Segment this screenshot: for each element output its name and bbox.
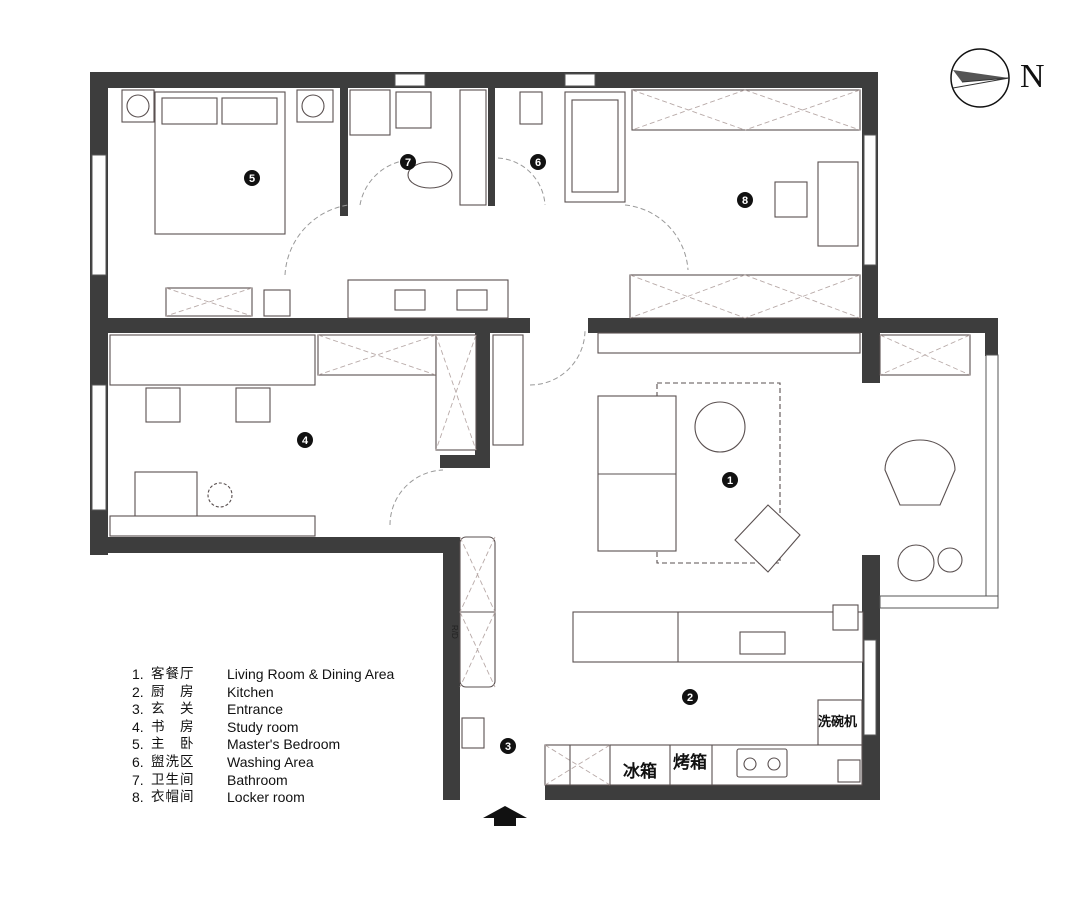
living-room-furniture (597, 334, 971, 582)
kitchen-island (572, 611, 864, 663)
entrance-arrow-icon (483, 806, 527, 826)
rd-label: R/D (450, 625, 459, 639)
legend-zh: 书 房 (151, 718, 195, 735)
room-marker-8: 8 (737, 192, 753, 208)
legend-zh: 衣帽间 (151, 789, 195, 806)
svg-text:3: 3 (505, 741, 511, 753)
legend-en: Master's Bedroom (227, 736, 341, 753)
legend-zh: 玄 关 (151, 701, 195, 718)
svg-text:8: 8 (742, 195, 748, 207)
legend-en: Living Room & Dining Area (227, 666, 395, 682)
legend-zh: 主 卧 (151, 736, 195, 753)
dishwasher-label: 洗碗机 (818, 714, 857, 730)
room-marker-4: 4 (297, 432, 313, 448)
legend-en: Study room (227, 718, 299, 735)
door-swings (284, 157, 689, 526)
legend-en: Locker room (227, 789, 305, 806)
svg-text:6: 6 (535, 157, 541, 169)
svg-text:7: 7 (405, 157, 411, 169)
legend-zh: 卫生间 (151, 771, 195, 788)
room-marker-1: 1 (722, 472, 738, 488)
legend-item: 7. 卫生间 Bathroom (132, 772, 394, 790)
master-bedroom-furniture (121, 89, 509, 319)
legend-number: 1. (132, 666, 144, 682)
room-marker-7: 7 (400, 154, 416, 170)
legend-item: 3. 玄 关 Entrance (132, 701, 394, 719)
legend-number: 8. (132, 789, 144, 806)
legend-en: Washing Area (227, 753, 314, 770)
fridge-label: 冰箱 (623, 761, 657, 782)
lounge-chair (884, 439, 956, 506)
legend-number: 2. (132, 683, 144, 700)
legend-item: 2. 厨 房 Kitchen (132, 684, 394, 702)
svg-text:1: 1 (727, 475, 733, 487)
compass-north-label: N (1020, 58, 1045, 95)
legend-en: Bathroom (227, 771, 288, 788)
room-marker-6: 6 (530, 154, 546, 170)
legend-item: 8. 衣帽间 Locker room (132, 789, 394, 807)
compass-icon (950, 48, 1010, 108)
walls (90, 72, 998, 800)
room-marker-5: 5 (244, 170, 260, 186)
legend-number: 6. (132, 753, 144, 770)
svg-text:5: 5 (249, 173, 255, 185)
room-markers: 1 2 3 4 5 6 7 8 (244, 154, 753, 754)
legend-item: 6. 盥洗区 Washing Area (132, 754, 394, 772)
legend-zh: 盥洗区 (151, 753, 195, 770)
legend-en: Kitchen (227, 683, 274, 700)
legend-number: 3. (132, 701, 144, 718)
locker-room-furniture (597, 89, 861, 354)
legend-number: 4. (132, 718, 144, 735)
legend-zh: 厨 房 (151, 683, 195, 700)
svg-text:4: 4 (302, 435, 309, 447)
round-table (694, 401, 746, 453)
study-furniture (109, 334, 524, 537)
oven-label: 烤箱 (673, 752, 707, 773)
legend-number: 7. (132, 771, 144, 788)
legend-en: Entrance (227, 701, 284, 718)
svg-text:2: 2 (687, 692, 693, 704)
bathroom-fixtures (349, 89, 626, 206)
legend-number: 5. (132, 736, 144, 753)
room-marker-2: 2 (682, 689, 698, 705)
legend-zh: 客餐厅 (151, 666, 195, 682)
room-marker-3: 3 (500, 738, 516, 754)
legend-item: 1. 客餐厅 Living Room & Dining Area (132, 666, 394, 684)
windows (91, 73, 999, 736)
kitchen-furniture (459, 536, 864, 786)
legend-item: 5. 主 卧 Master's Bedroom (132, 736, 394, 754)
room-legend: 1. 客餐厅 Living Room & Dining Area 2. 厨 房 Kitc… (132, 666, 394, 807)
legend-item: 4. 书 房 Study room (132, 719, 394, 737)
armchair (734, 504, 801, 573)
